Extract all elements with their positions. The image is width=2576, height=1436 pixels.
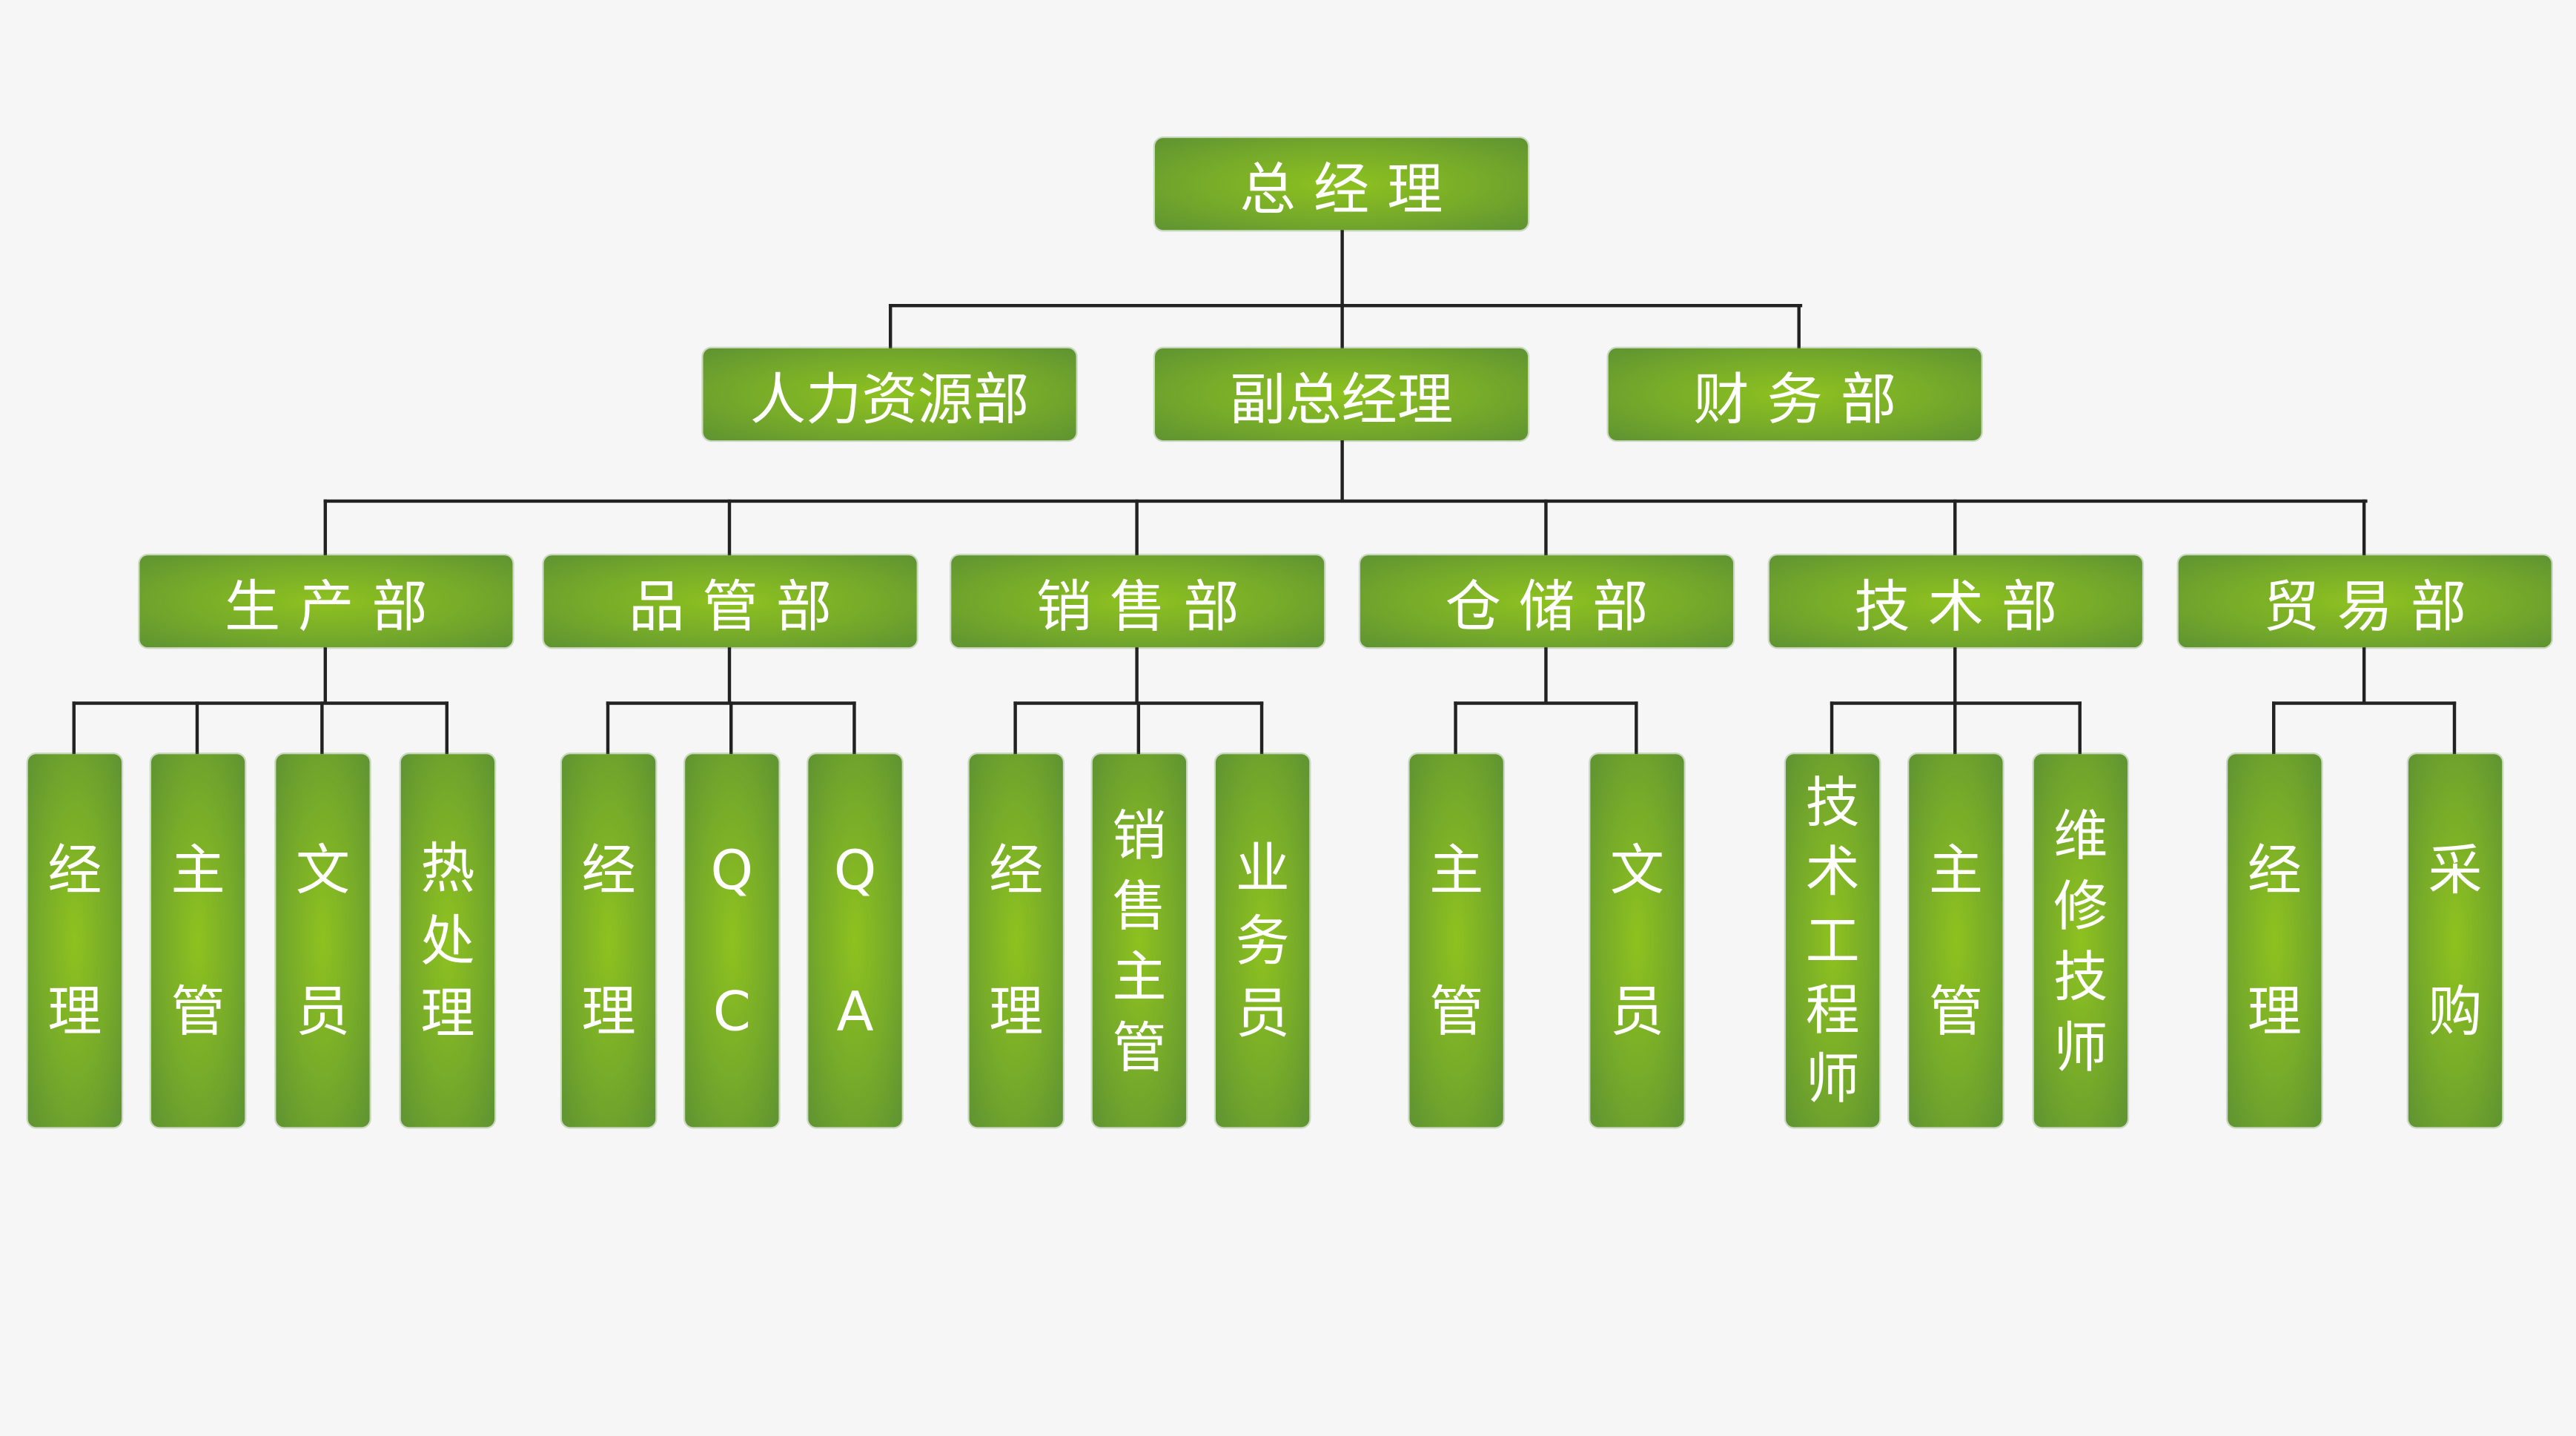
connector-line <box>1953 499 1957 556</box>
box-label: 副总经理 <box>1229 367 1454 433</box>
connector-line <box>2078 701 2082 755</box>
node-level2-0: 人力资源部 <box>703 348 1076 440</box>
node-department-5: 贸 易 部 <box>2178 555 2552 648</box>
node-general-manager: 总 经 理 <box>1154 138 1529 231</box>
node-role: 文员 <box>276 754 370 1128</box>
connector-line <box>323 499 2368 503</box>
node-department-3: 仓 储 部 <box>1360 555 1734 648</box>
node-level2-1: 副总经理 <box>1154 348 1529 440</box>
connector-line <box>1544 499 1548 556</box>
connector-line <box>727 499 732 556</box>
node-role: 经理 <box>2228 754 2322 1128</box>
box-label: 财 务 部 <box>1693 367 1897 433</box>
connector-line <box>195 701 199 755</box>
role-label: 经理 <box>2247 837 2302 1043</box>
node-department-0: 生 产 部 <box>139 555 513 648</box>
connector-line <box>1135 499 1139 556</box>
role-label: 主管 <box>1429 837 1484 1043</box>
connector-line <box>2362 499 2366 556</box>
connector-line <box>1340 230 1343 348</box>
role-label: 经理 <box>989 837 1044 1043</box>
connector-line <box>2362 647 2366 704</box>
connector-line <box>2272 701 2457 705</box>
role-label: 维修技师 <box>2053 802 2108 1079</box>
connector-line <box>323 499 328 556</box>
connector-line <box>320 701 324 755</box>
role-label: 文员 <box>1609 837 1665 1043</box>
connector-line <box>1797 303 1801 348</box>
role-label: QA <box>833 837 877 1043</box>
box-label: 总 经 理 <box>1239 156 1443 223</box>
role-label: 热处理 <box>420 835 475 1045</box>
box-label: 人力资源部 <box>749 367 1030 433</box>
node-role: 主管 <box>150 754 245 1128</box>
box-label: 品 管 部 <box>629 574 832 641</box>
connector-line <box>1454 701 1457 755</box>
box-label: 仓 储 部 <box>1445 574 1649 641</box>
connector-line <box>1013 701 1017 755</box>
connector-line <box>445 701 449 755</box>
role-label: 经理 <box>581 837 636 1043</box>
node-department-1: 品 管 部 <box>543 555 917 648</box>
connector-line <box>72 701 449 705</box>
connector-line <box>1340 440 1343 501</box>
connector-line <box>1454 701 1638 705</box>
connector-line <box>1953 647 1957 704</box>
connector-line <box>2452 701 2457 755</box>
role-label: 采购 <box>2428 837 2483 1043</box>
node-level2-2: 财 务 部 <box>1608 348 1981 440</box>
box-label: 生 产 部 <box>224 574 428 641</box>
box-label: 销 售 部 <box>1036 574 1239 641</box>
node-role: 采购 <box>2408 754 2503 1128</box>
node-role: 经理 <box>27 754 122 1128</box>
node-role: QC <box>685 754 779 1128</box>
role-label: 销售主管 <box>1112 802 1167 1079</box>
node-role: 技术工程师 <box>1786 754 1880 1128</box>
connector-line <box>1135 647 1139 704</box>
node-role: QA <box>808 754 902 1128</box>
node-role: 经理 <box>969 754 1063 1128</box>
node-role: 经理 <box>561 754 656 1128</box>
connector-line <box>1953 701 1957 755</box>
connector-line <box>729 701 733 755</box>
connector-line <box>727 647 732 704</box>
connector-line <box>1544 647 1548 704</box>
connector-line <box>323 647 328 704</box>
role-label: 主管 <box>170 837 225 1043</box>
connector-line <box>1830 701 1834 755</box>
role-label: 技术工程师 <box>1805 770 1860 1111</box>
node-department-4: 技 术 部 <box>1769 555 2142 648</box>
connector-line <box>1259 701 1264 755</box>
node-role: 主管 <box>1409 754 1503 1128</box>
connector-line <box>888 303 893 348</box>
connector-line <box>888 303 1803 308</box>
role-label: 文员 <box>295 837 351 1043</box>
role-label: 主管 <box>1928 837 1983 1043</box>
connector-line <box>852 701 856 755</box>
role-label: 经理 <box>47 837 102 1043</box>
node-role: 热处理 <box>400 754 495 1128</box>
box-label: 技 术 部 <box>1854 574 2058 641</box>
node-role: 销售主管 <box>1092 754 1187 1128</box>
role-label: 业务员 <box>1235 835 1290 1045</box>
node-role: 业务员 <box>1215 754 1310 1128</box>
connector-line <box>72 701 76 755</box>
role-label: QC <box>710 837 754 1043</box>
node-department-2: 销 售 部 <box>951 555 1325 648</box>
connector-line <box>606 701 610 755</box>
connector-line <box>1635 701 1638 755</box>
box-label: 贸 易 部 <box>2263 574 2467 641</box>
node-role: 主管 <box>1909 754 2003 1128</box>
connector-line <box>2272 701 2276 755</box>
node-role: 维修技师 <box>2033 754 2128 1128</box>
connector-line <box>1136 701 1141 755</box>
node-role: 文员 <box>1590 754 1684 1128</box>
